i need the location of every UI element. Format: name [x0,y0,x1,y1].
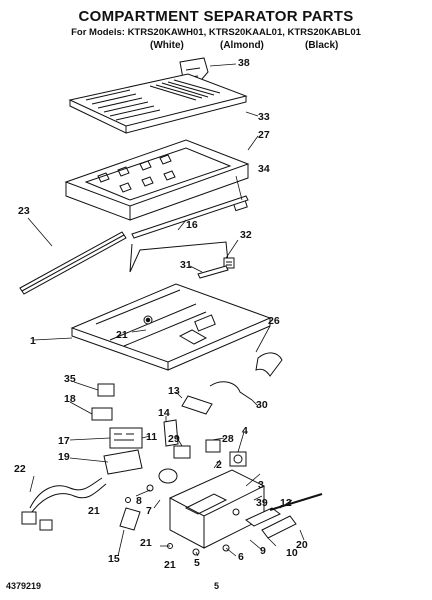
part-2-damper-housing [168,469,266,549]
part-27-separator-frame [64,139,250,221]
callout-27: 27 [258,129,270,141]
part-29-block [173,445,191,459]
part-22-wiring-harness [21,477,107,531]
part-12-rod-holder [245,507,281,527]
callout-8: 8 [136,495,142,507]
callout-32: 32 [240,229,252,241]
callout-28: 28 [222,433,234,445]
part-23-trim-strip [19,231,127,295]
part-15-clip [119,507,141,531]
callout-39: 39 [256,497,268,509]
part-10-bracket [261,515,297,539]
part-33-grille-cover [68,73,248,134]
part-32-connector [223,257,235,269]
screw-21-a [125,497,131,503]
part-3-knob [158,468,178,484]
callout-21-d: 21 [164,559,176,571]
callout-13: 13 [168,385,180,397]
callout-38: 38 [238,57,250,69]
callout-34: 34 [258,163,270,175]
callout-26: 26 [268,315,280,327]
callout-22: 22 [14,463,26,475]
part-18-bracket [91,407,113,421]
part-35-sensor [97,383,115,397]
callout-20: 20 [296,539,308,551]
part-26-flap [255,352,283,377]
callout-15: 15 [108,553,120,565]
leader-lines [27,63,305,557]
callout-12: 12 [280,497,292,509]
callout-23: 23 [18,205,30,217]
part-17-control-box [109,427,143,449]
wire-harness [129,241,229,273]
callout-7: 7 [146,505,152,517]
callout-29: 29 [168,433,180,445]
callout-35: 35 [64,373,76,385]
variant-black-label: (Black) [305,40,339,51]
variant-white-label: (White) [150,40,184,51]
page-title: COMPARTMENT SEPARATOR PARTS [78,8,354,25]
callout-9: 9 [260,545,266,557]
part-20-rod [269,493,323,511]
callout-4: 4 [242,425,248,437]
callout-1: 1 [30,335,36,347]
part-31-cover [197,265,229,279]
callout-14: 14 [158,407,170,419]
callout-6: 6 [238,551,244,563]
callout-33: 33 [258,111,270,123]
callout-16: 16 [186,219,198,231]
part-14-support [163,419,179,447]
callout-3: 3 [258,479,264,491]
part-28-clip [205,439,221,453]
callout-21-b: 21 [88,505,100,517]
callout-21-a: 21 [116,329,128,341]
part-30-wire [209,381,253,401]
page-number: 5 [214,581,220,591]
callout-11: 11 [146,431,157,443]
part-4-motor [229,451,247,467]
part-19-housing [103,449,143,475]
callout-30: 30 [256,399,268,411]
callout-31: 31 [180,259,192,271]
callout-19: 19 [58,451,70,463]
callout-18: 18 [64,393,76,405]
variant-almond-label: (Almond) [220,40,264,51]
part-13-bracket [181,395,213,415]
callout-10: 10 [286,547,298,559]
model-list: For Models: KTRS20KAWH01, KTRS20KAAL01, … [71,27,361,38]
document-number: 4379219 [6,581,42,591]
part-16-gasket-strip [131,195,249,239]
callout-21-c: 21 [140,537,152,549]
callout-2: 2 [216,459,222,471]
part-1-base-plate [70,283,272,371]
part-8-screw [146,484,154,492]
callout-5: 5 [194,557,200,569]
callout-labels: 38 33 27 34 23 16 32 31 26 1 21 35 18 13… [14,57,308,571]
callout-17: 17 [58,435,70,447]
